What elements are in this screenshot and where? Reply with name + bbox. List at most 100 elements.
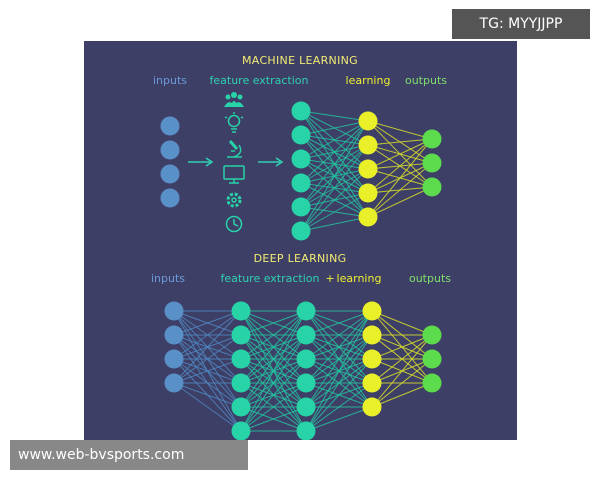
dl-connection (240, 310, 307, 360)
dl-input-node (164, 373, 184, 393)
dl-feature-node (296, 325, 316, 345)
dl-connection (371, 310, 433, 336)
dl-connection (173, 310, 242, 336)
dl-learning-node (362, 301, 382, 321)
dl-connection (305, 334, 373, 432)
dl-connection (173, 310, 242, 360)
dl-feature-node (231, 349, 251, 369)
people-icon (224, 92, 244, 107)
dl-connection (305, 310, 373, 432)
ml-feature-node (291, 221, 311, 241)
ml-connection (300, 216, 369, 232)
ml-output-node (422, 177, 442, 197)
dl-output-node (422, 373, 442, 393)
ml-connection (367, 138, 433, 170)
ml-connection (367, 138, 433, 194)
dl-feature-node (231, 421, 251, 440)
dl-feature-node (296, 421, 316, 440)
ml-connection (300, 110, 369, 122)
dl-outputs-label: outputs (409, 272, 451, 285)
ml-learning-node (358, 111, 378, 131)
ml-learning-label: learning (346, 74, 391, 87)
ml-learning-node (358, 135, 378, 155)
ml-connection (300, 120, 369, 160)
lightbulb-icon (224, 112, 244, 133)
ml-input-node (160, 164, 180, 184)
dl-feature-node (296, 301, 316, 321)
neural-network-diagram: MACHINE LEARNING inputs feature extracti… (151, 54, 451, 440)
dl-learning-node (362, 373, 382, 393)
ml-connection (300, 120, 369, 184)
dl-input-node (164, 349, 184, 369)
dl-connection (173, 334, 242, 384)
dl-connection (240, 358, 307, 432)
dl-feature-node (296, 397, 316, 417)
dl-connection (371, 334, 433, 360)
ml-title: MACHINE LEARNING (242, 54, 358, 67)
ml-feature-node (291, 197, 311, 217)
ml-feature-node (291, 125, 311, 145)
dl-connection (240, 406, 307, 432)
microscope-icon (227, 140, 242, 158)
dl-learning-node (362, 325, 382, 345)
dl-connection (305, 358, 373, 432)
ml-connection (367, 162, 433, 218)
dl-learning-node (362, 397, 382, 417)
ml-output-node (422, 153, 442, 173)
dl-feature-extraction-label: feature extraction (221, 272, 320, 285)
ml-input-node (160, 116, 180, 136)
dl-connection (305, 310, 373, 336)
ml-learning-node (358, 159, 378, 179)
ml-connection (300, 144, 369, 232)
dl-feature-node (231, 301, 251, 321)
dl-connection (305, 310, 373, 384)
dl-connection (240, 310, 307, 408)
ml-input-node (160, 140, 180, 160)
connections (173, 110, 433, 432)
dl-connection (173, 382, 242, 432)
ml-feature-node (291, 101, 311, 121)
ml-connection (367, 186, 433, 218)
dl-feature-node (296, 373, 316, 393)
dl-connection (371, 334, 433, 384)
dl-connection (371, 334, 433, 408)
dl-connection (240, 382, 307, 432)
ml-outputs-label: outputs (405, 74, 447, 87)
dl-connection (240, 310, 307, 384)
ml-feature-extraction-label: feature extraction (210, 74, 309, 87)
dl-input-node (164, 325, 184, 345)
dl-learning-label: learning (337, 272, 382, 285)
ml-connection (367, 138, 433, 218)
dl-connection (240, 334, 307, 432)
dl-connection (305, 382, 373, 432)
dl-connection (305, 406, 373, 432)
ml-connection (300, 120, 369, 208)
ml-output-node (422, 129, 442, 149)
dl-connection (305, 310, 373, 408)
dl-connection (173, 358, 242, 384)
ml-connection (367, 138, 433, 146)
dl-output-node (422, 349, 442, 369)
gear-icon (226, 192, 242, 208)
arrow-icon (188, 157, 214, 167)
ml-feature-node (291, 149, 311, 169)
dl-connection (173, 382, 242, 408)
monitor-icon (223, 165, 245, 184)
ml-input-node (160, 188, 180, 208)
dl-title: DEEP LEARNING (254, 252, 347, 265)
dl-feature-node (296, 349, 316, 369)
ml-inputs-label: inputs (153, 74, 187, 87)
ml-connection (367, 120, 433, 140)
arrow-icon (258, 157, 284, 167)
bottom-watermark: www.web-bvsports.com (10, 440, 248, 470)
ml-connection (300, 168, 369, 232)
dl-feature-node (231, 373, 251, 393)
dl-connection (240, 310, 307, 336)
nodes (160, 101, 442, 440)
dl-connection (305, 310, 373, 360)
ml-connection (300, 120, 369, 136)
dl-connection (371, 382, 433, 408)
dl-output-node (422, 325, 442, 345)
ml-connection (300, 192, 369, 232)
dl-connection (240, 310, 307, 432)
